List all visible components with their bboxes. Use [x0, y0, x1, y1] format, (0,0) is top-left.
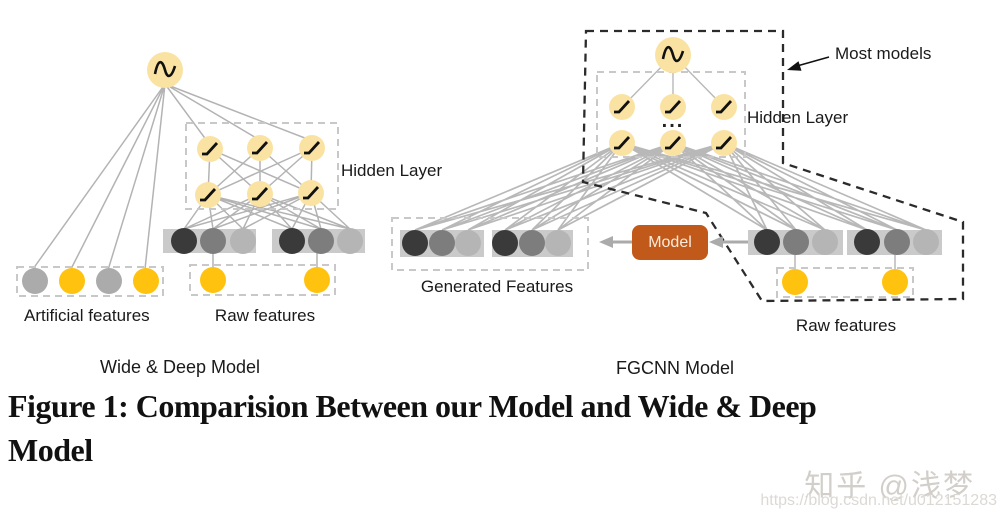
watermark-text: 知乎 @浅梦	[804, 470, 975, 503]
relu-node	[247, 135, 273, 161]
sigmoid-icon	[661, 45, 685, 63]
hidden-nodes-right	[609, 94, 737, 156]
artificial-feature-nodes	[22, 268, 159, 294]
raw-features-box	[189, 264, 336, 296]
model-flow-arrows	[599, 236, 748, 248]
embedding-circle	[200, 228, 226, 254]
relu-icon	[252, 141, 269, 155]
artificial-features-label: Artificial features	[24, 306, 150, 325]
relu-icon	[202, 142, 219, 156]
embedding-circle	[308, 228, 334, 254]
embedding-circle	[854, 229, 880, 255]
fgcnn-fan-lines	[414, 142, 927, 231]
relu-node	[660, 130, 686, 156]
embedding-circle	[337, 228, 363, 254]
relu-icon	[614, 100, 631, 114]
relu-icon	[252, 187, 269, 201]
raw-feature-node	[782, 269, 808, 295]
relu-icon	[665, 100, 682, 114]
raw-feature-node	[882, 269, 908, 295]
hidden-interlayer-lines	[207, 147, 313, 196]
relu-node	[711, 130, 737, 156]
raw-features-label-left: Raw features	[214, 306, 316, 325]
relu-node	[197, 136, 223, 162]
relu-node	[299, 135, 325, 161]
most-models-label: Most models	[835, 44, 932, 63]
embedding-circle	[884, 229, 910, 255]
output-fan-lines	[32, 83, 311, 271]
embedding-circle	[519, 230, 545, 256]
figure-caption-line1: Figure 1: Comparision Between our Model …	[8, 388, 817, 424]
figure-caption: Figure 1: Comparision Between our Model …	[8, 384, 1000, 472]
relu-node	[247, 181, 273, 207]
embedding-circle	[754, 229, 780, 255]
model-box: Model	[632, 225, 708, 260]
generated-features-box	[391, 217, 589, 271]
raw-feature-nodes-left	[200, 267, 330, 293]
embedding-circle	[812, 229, 838, 255]
embedding-circle	[402, 230, 428, 256]
embedding-circle	[492, 230, 518, 256]
fgcnn-connections	[414, 54, 927, 269]
arrowhead-icon	[709, 236, 723, 248]
generated-features-label: Generated Features	[420, 277, 574, 296]
relu-node	[298, 180, 324, 206]
arrowhead-icon	[787, 61, 802, 71]
output-node-right	[655, 37, 691, 73]
relu-icon	[200, 188, 217, 202]
relu-icon	[303, 186, 320, 200]
artificial-features-box	[16, 266, 164, 297]
artificial-feature-node	[133, 268, 159, 294]
raw-feature-node	[200, 267, 226, 293]
artificial-feature-node	[59, 268, 85, 294]
generated-feature-bars	[400, 230, 573, 257]
hidden-to-embedding-lines	[183, 192, 351, 230]
raw-feature-node	[304, 267, 330, 293]
embedding-circle	[783, 229, 809, 255]
artificial-feature-node	[96, 268, 122, 294]
embedding-circle	[913, 229, 939, 255]
embedding-circle	[171, 228, 197, 254]
relu-icon	[716, 136, 733, 150]
watermark-url: https://blog.csdn.net/u012151283	[760, 492, 997, 509]
hidden-nodes-left	[195, 135, 325, 208]
raw-feature-nodes-right	[782, 269, 908, 295]
relu-icon	[665, 136, 682, 150]
fgcnn-raw-features-box	[776, 267, 914, 298]
model-box-label: Model	[648, 233, 692, 251]
fgcnn-model-title: FGCNN Model	[615, 358, 735, 378]
hidden-layers-ellipsis: ...	[661, 110, 685, 132]
hidden-layer-label-left: Hidden Layer	[341, 161, 443, 180]
relu-node	[660, 94, 686, 120]
hidden-layer-box	[185, 122, 339, 210]
embedding-bars	[163, 228, 365, 254]
fgcnn-embedding-bars	[748, 229, 942, 255]
relu-icon	[614, 136, 631, 150]
output-node-left	[147, 52, 183, 88]
figure-caption-line2: Model	[8, 432, 93, 468]
embedding-circle	[279, 228, 305, 254]
wide-deep-model-title: Wide & Deep Model	[99, 357, 261, 377]
embedding-circle	[230, 228, 256, 254]
embedding-circle	[429, 230, 455, 256]
fgcnn-raw-to-embedding-lines	[794, 255, 896, 269]
relu-icon	[716, 100, 733, 114]
embedding-circle	[455, 230, 481, 256]
relu-node	[195, 182, 221, 208]
embedding-circle	[545, 230, 571, 256]
artificial-feature-node	[22, 268, 48, 294]
relu-node	[711, 94, 737, 120]
relu-node	[609, 130, 635, 156]
most-models-region-outline	[581, 29, 965, 303]
relu-icon	[304, 141, 321, 155]
raw-features-label-right: Raw features	[795, 316, 897, 335]
most-models-arrow	[787, 56, 830, 71]
relu-node	[609, 94, 635, 120]
arrowhead-icon	[599, 236, 613, 248]
sigmoid-icon	[153, 60, 177, 78]
hidden-layer-label-right: Hidden Layer	[747, 108, 849, 127]
